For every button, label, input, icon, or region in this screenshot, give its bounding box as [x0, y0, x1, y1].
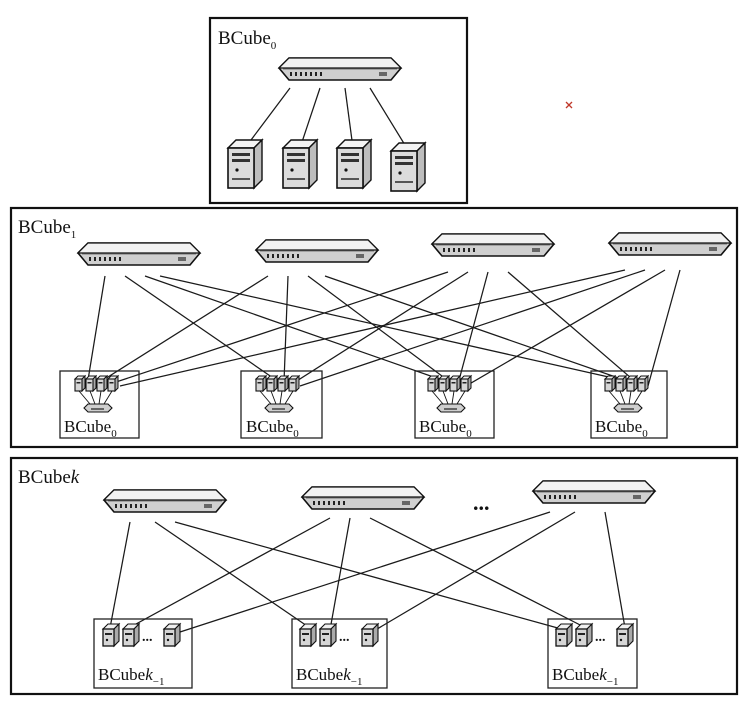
svg-text:BCube0: BCube0 — [419, 417, 472, 440]
mini-server-icon — [255, 375, 267, 392]
mini-switch-icon — [436, 403, 466, 413]
bcube1-title: BCube1 — [18, 217, 76, 241]
server-icon — [390, 142, 426, 192]
switch-icon — [255, 239, 379, 263]
mini-server-icon — [74, 375, 86, 392]
switch-icon — [77, 242, 201, 266]
mid-server-icon — [122, 623, 140, 647]
mid-server-icon — [319, 623, 337, 647]
server-icon — [282, 139, 318, 189]
mini-server-icon — [604, 375, 616, 392]
bcube0-links — [244, 87, 409, 151]
mini-switch-icon — [264, 403, 294, 413]
bcubek-title: BCubek — [18, 467, 80, 488]
svg-text:...: ... — [595, 630, 606, 645]
mid-server-icon — [616, 623, 634, 647]
bcubek-1-group: ... BCubek−1 — [291, 618, 388, 689]
mid-server-icon — [299, 623, 317, 647]
bcube0-group: BCube0 — [414, 370, 495, 440]
mini-server-icon — [427, 375, 439, 392]
mini-server-icon — [438, 375, 450, 392]
mini-server-icon — [107, 375, 119, 392]
switch-icon — [608, 232, 732, 256]
mid-server-icon — [575, 623, 593, 647]
bcubek-1-group: ... BCubek−1 — [547, 618, 638, 689]
mini-server-icon — [85, 375, 97, 392]
mini-server-icon — [266, 375, 278, 392]
bcube0-group: BCube0 — [240, 370, 323, 440]
bcube0-title: BCube0 — [218, 28, 277, 52]
bcubek-1-group: ... BCubek−1 — [93, 618, 193, 689]
switch-icon — [278, 57, 402, 81]
switch-ellipsis: ... — [473, 490, 490, 515]
switch-icon — [431, 233, 555, 257]
bcube1-links — [87, 269, 681, 387]
mini-server-icon — [637, 375, 649, 392]
svg-text:...: ... — [339, 630, 350, 645]
x-mark-icon — [565, 101, 573, 109]
bcube0-group: BCube0 — [59, 370, 140, 440]
bcubek-links — [109, 511, 626, 633]
switch-icon — [532, 480, 656, 504]
svg-text:BCube0: BCube0 — [595, 417, 648, 440]
svg-text:BCube0: BCube0 — [246, 417, 299, 440]
mini-server-icon — [277, 375, 289, 392]
mini-server-icon — [96, 375, 108, 392]
svg-text:BCubek−1: BCubek−1 — [552, 665, 619, 688]
svg-text:...: ... — [142, 630, 153, 645]
mid-server-icon — [102, 623, 120, 647]
mini-server-icon — [460, 375, 472, 392]
bcube0-panel: BCube0 — [208, 16, 469, 205]
mid-server-icon — [361, 623, 379, 647]
svg-text:BCube0: BCube0 — [64, 417, 117, 440]
bcube0-group: BCube0 — [590, 370, 668, 440]
mini-server-icon — [626, 375, 638, 392]
bcube1-panel: BCube1 — [9, 206, 739, 449]
mini-server-icon — [615, 375, 627, 392]
svg-text:BCubek−1: BCubek−1 — [98, 665, 165, 688]
mini-switch-icon — [613, 403, 643, 413]
mini-server-icon — [288, 375, 300, 392]
server-icon — [336, 139, 372, 189]
mini-switch-icon — [83, 403, 113, 413]
mid-server-icon — [163, 623, 181, 647]
mini-server-icon — [449, 375, 461, 392]
switch-icon — [103, 489, 227, 513]
mid-server-icon — [555, 623, 573, 647]
switch-icon — [301, 486, 425, 510]
svg-text:BCubek−1: BCubek−1 — [296, 665, 363, 688]
server-icon — [227, 139, 263, 189]
bcubek-panel: BCubek ... ... BCubek−1 — [9, 456, 739, 696]
